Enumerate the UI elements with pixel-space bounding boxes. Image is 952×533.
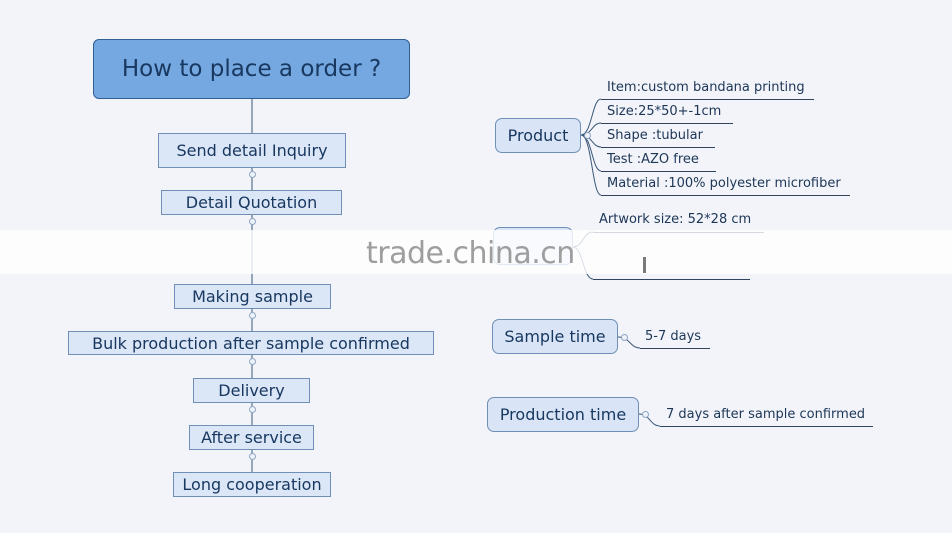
collapse-knob[interactable] bbox=[249, 218, 256, 225]
collapse-knob[interactable] bbox=[249, 358, 256, 365]
step-bulk-production[interactable]: Bulk production after sample confirmed bbox=[68, 331, 434, 355]
underline bbox=[601, 123, 733, 124]
step-long-cooperation[interactable]: Long cooperation bbox=[173, 472, 331, 497]
sample-time-detail[interactable]: 5-7 days bbox=[645, 329, 702, 344]
watermark-text: trade.china.cn bbox=[366, 236, 575, 271]
underline bbox=[601, 99, 814, 100]
collapse-knob[interactable] bbox=[249, 312, 256, 319]
artwork-detail-size[interactable]: Artwork size: 52*28 cm bbox=[599, 212, 752, 227]
underline bbox=[640, 348, 710, 349]
product-detail-test[interactable]: Test :AZO free bbox=[607, 152, 699, 167]
collapse-knob[interactable] bbox=[584, 132, 591, 139]
collapse-knob[interactable] bbox=[249, 406, 256, 413]
watermark-band bbox=[0, 230, 952, 274]
product-detail-shape[interactable]: Shape :tubular bbox=[607, 128, 703, 143]
underline bbox=[660, 426, 873, 427]
product-detail-material[interactable]: Material :100% polyester microfiber bbox=[607, 176, 841, 191]
step-send-inquiry[interactable]: Send detail Inquiry bbox=[158, 133, 346, 168]
step-delivery[interactable]: Delivery bbox=[193, 378, 310, 403]
collapse-knob[interactable] bbox=[249, 171, 256, 178]
flow-title[interactable]: How to place a order ? bbox=[93, 39, 410, 99]
product-detail-item[interactable]: Item:custom bandana printing bbox=[607, 80, 805, 95]
cursor-mark bbox=[643, 257, 646, 273]
production-time-node[interactable]: Production time bbox=[487, 397, 639, 432]
production-time-detail[interactable]: 7 days after sample confirmed bbox=[666, 407, 866, 422]
underline bbox=[593, 279, 750, 280]
collapse-knob[interactable] bbox=[249, 453, 256, 460]
step-after-service[interactable]: After service bbox=[189, 425, 314, 450]
underline bbox=[601, 171, 716, 172]
collapse-knob[interactable] bbox=[621, 334, 628, 341]
sample-time-node[interactable]: Sample time bbox=[492, 319, 618, 354]
product-node[interactable]: Product bbox=[495, 118, 581, 153]
step-making-sample[interactable]: Making sample bbox=[174, 284, 331, 309]
underline bbox=[601, 195, 850, 196]
collapse-knob[interactable] bbox=[642, 411, 649, 418]
product-detail-size[interactable]: Size:25*50+-1cm bbox=[607, 104, 722, 119]
step-detail-quotation[interactable]: Detail Quotation bbox=[161, 190, 342, 215]
underline bbox=[601, 147, 715, 148]
